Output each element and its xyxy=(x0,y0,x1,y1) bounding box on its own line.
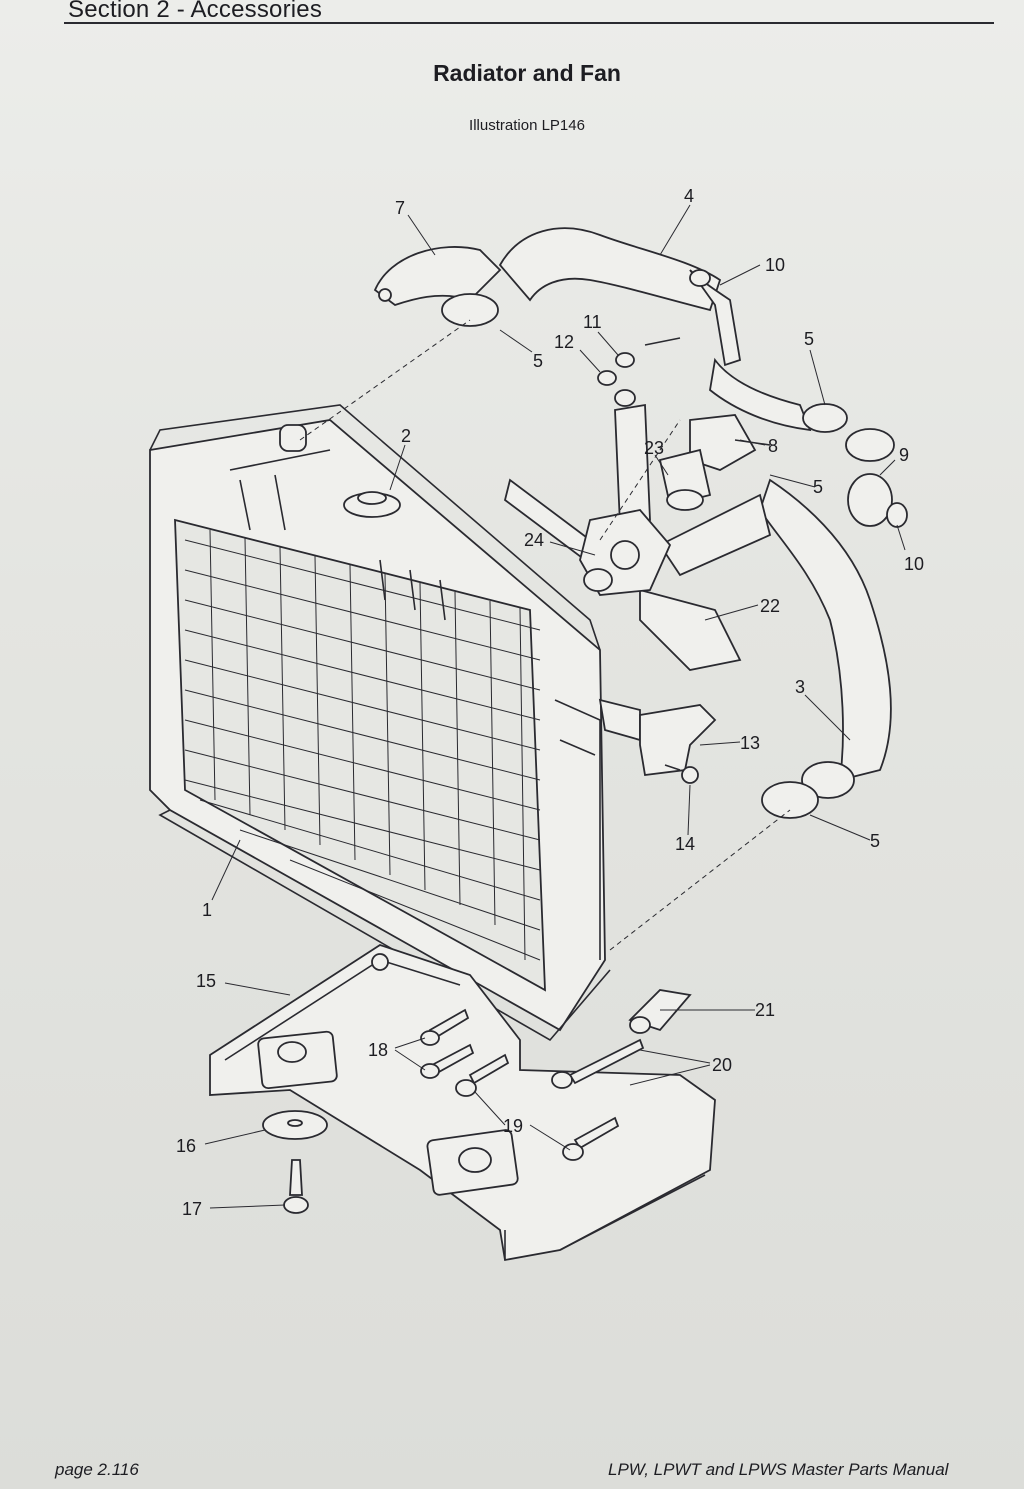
thermostat-housing xyxy=(658,414,771,511)
assembly-guide-lines xyxy=(299,319,791,951)
callout-5-right-top: 5 xyxy=(804,329,814,349)
heading-rule xyxy=(64,22,994,24)
callout-10: 10 xyxy=(765,255,785,275)
section-heading: Section 2 - Accessories xyxy=(68,0,323,23)
mounting-bracket xyxy=(639,704,717,784)
callout-leaders xyxy=(204,204,906,1209)
callout-4: 4 xyxy=(684,186,694,206)
page-title: Radiator and Fan xyxy=(433,60,621,86)
callout-numbers: 7 4 10 5 11 12 5 2 8 9 10 5 23 24 22 3 1… xyxy=(176,186,924,1219)
top-hose xyxy=(373,227,895,462)
page-number: page 2.116 xyxy=(55,1460,139,1479)
callout-5-bottom: 5 xyxy=(870,831,880,851)
callout-11: 11 xyxy=(583,312,602,332)
callout-1: 1 xyxy=(202,900,212,920)
callout-5-middle: 5 xyxy=(813,477,823,497)
callout-7: 8 xyxy=(768,436,778,456)
filler-cap xyxy=(343,491,401,518)
callout-24: 24 xyxy=(524,530,544,550)
small-fittings xyxy=(597,269,711,407)
callout-8: 9 xyxy=(899,445,909,465)
callout-21: 21 xyxy=(755,1000,775,1020)
callout-9: 10 xyxy=(904,554,924,574)
bottom-hose xyxy=(759,478,892,819)
callout-5-top: 5 xyxy=(533,351,543,371)
callout-20: 20 xyxy=(712,1055,732,1075)
hose-elbow xyxy=(847,473,908,528)
callout-16: 16 xyxy=(176,1136,196,1156)
manual-title: LPW, LPWT and LPWS Master Parts Manual xyxy=(608,1460,949,1479)
callout-17: 17 xyxy=(182,1199,202,1219)
callout-19: 19 xyxy=(503,1116,523,1136)
callout-3: 3 xyxy=(795,677,805,697)
callout-18: 18 xyxy=(368,1040,388,1060)
callout-22: 22 xyxy=(760,596,780,616)
radiator-mounting-frame xyxy=(209,944,716,1262)
callout-14: 14 xyxy=(675,834,695,854)
radiator-core-grid xyxy=(184,529,541,961)
callout-23: 23 xyxy=(644,438,664,458)
illustration-label: Illustration LP146 xyxy=(469,117,585,134)
callout-12: 12 xyxy=(554,332,574,352)
radiator-assembly xyxy=(149,404,641,1042)
callout-15: 15 xyxy=(196,971,216,991)
cooling-fan xyxy=(503,403,772,671)
callout-13: 13 xyxy=(740,733,760,753)
mount-washer-and-bolt xyxy=(262,1110,328,1214)
callout-6: 7 xyxy=(395,198,405,218)
callout-2: 2 xyxy=(401,426,411,446)
